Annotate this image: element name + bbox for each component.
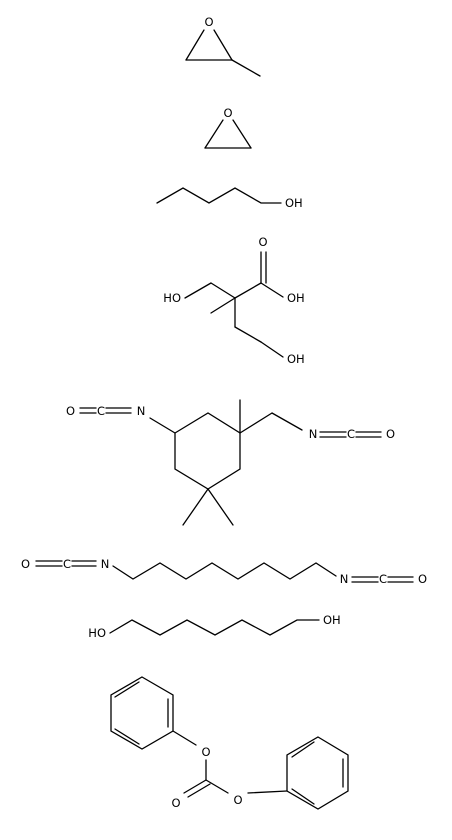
hdi-right-nitrogen-label: N bbox=[340, 572, 349, 586]
dmpa-structure: O OH HO OH bbox=[163, 235, 304, 366]
ipdi-structure: O C N N C O bbox=[66, 399, 395, 526]
dmpa-bottom-hydroxyl-label: OH bbox=[287, 352, 305, 366]
hexanediol-structure: HO OH bbox=[88, 613, 340, 640]
ipdi-left-carbon-label: C bbox=[97, 404, 105, 418]
methyloxirane-oxygen-label: O bbox=[204, 15, 213, 29]
carbonate-upper-ester-oxygen-label: O bbox=[201, 745, 210, 759]
butanol-structure: OH bbox=[156, 187, 303, 210]
hdi-left-nitrogen-label: N bbox=[101, 557, 110, 571]
oxirane-structure: O bbox=[204, 106, 252, 149]
diphenyl-carbonate-structure: O O O bbox=[110, 676, 349, 810]
ipdi-right-nitrogen-label: N bbox=[309, 427, 318, 441]
hdi-right-carbon-label: C bbox=[379, 572, 387, 586]
ipdi-left-oxygen-label: O bbox=[66, 404, 75, 418]
butanol-hydroxyl-label: OH bbox=[285, 196, 303, 210]
ipdi-right-oxygen-label: O bbox=[386, 427, 395, 441]
dmpa-carbonyl-oxygen-label: O bbox=[258, 235, 267, 249]
hdi-right-oxygen-label: O bbox=[418, 572, 427, 586]
methyloxirane-structure: O bbox=[185, 15, 261, 77]
carbonate-carbonyl-oxygen-label: O bbox=[171, 796, 180, 810]
hexanediol-left-hydroxyl-label: HO bbox=[88, 626, 106, 640]
carbonate-lower-ester-oxygen-label: O bbox=[233, 793, 242, 807]
ipdi-left-nitrogen-label: N bbox=[137, 404, 146, 418]
hdi-left-oxygen-label: O bbox=[21, 557, 30, 571]
ipdi-right-carbon-label: C bbox=[347, 427, 355, 441]
hexanediol-right-hydroxyl-label: OH bbox=[323, 613, 341, 627]
hdi-structure: O C N N C O bbox=[21, 557, 427, 586]
dmpa-left-hydroxyl-label: HO bbox=[163, 291, 181, 305]
dmpa-acid-hydroxyl-label: OH bbox=[287, 291, 305, 305]
oxirane-oxygen-label: O bbox=[223, 106, 232, 120]
hdi-left-carbon-label: C bbox=[63, 557, 71, 571]
